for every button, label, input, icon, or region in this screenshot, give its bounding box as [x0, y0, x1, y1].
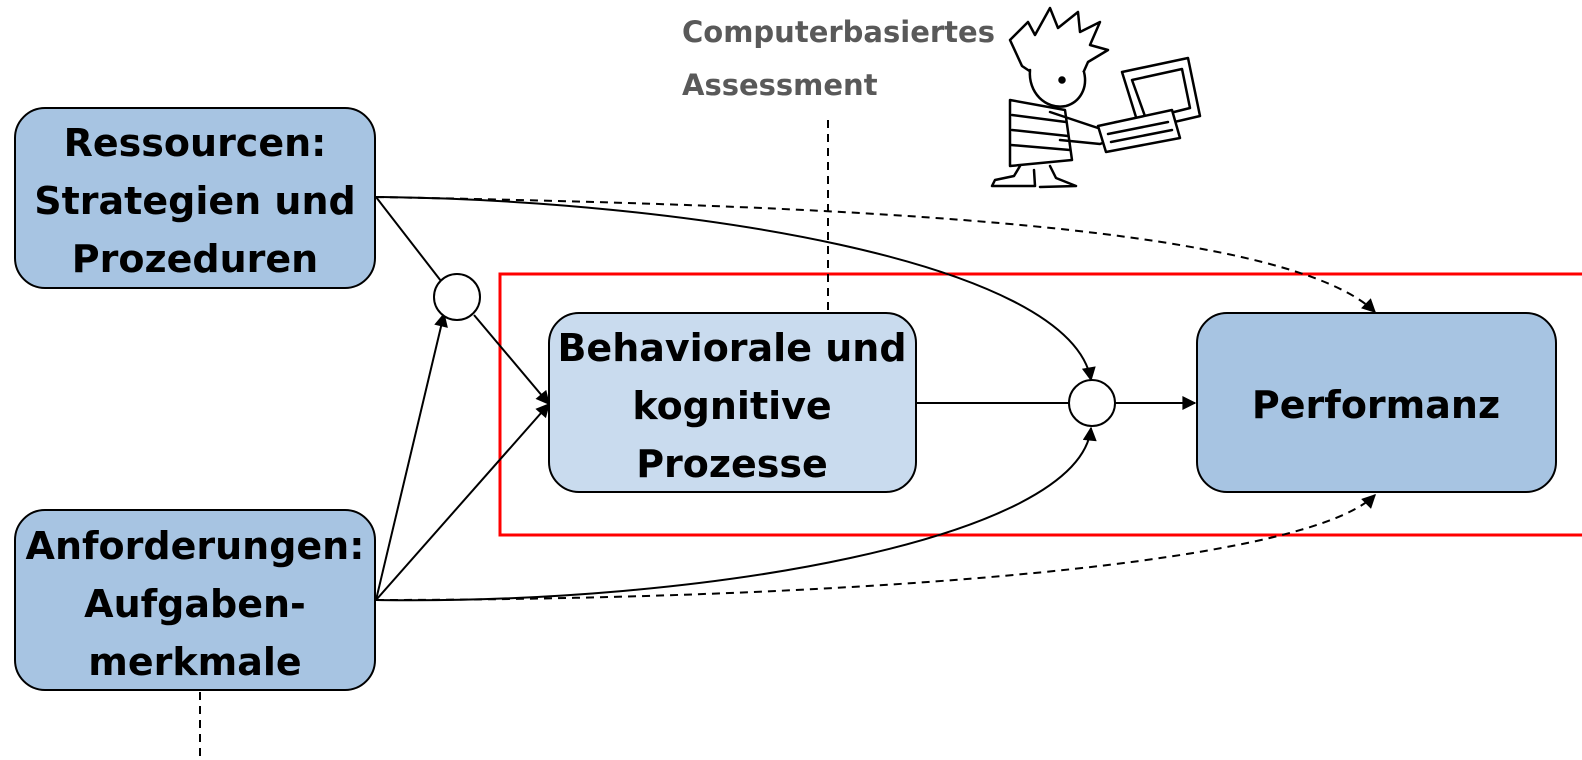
dashed-edge-ressourcen-to-performanz — [375, 196, 1377, 313]
node-prozesse-line-3: Prozesse — [636, 442, 828, 486]
assessment-note-line-2: Assessment — [682, 68, 878, 102]
node-prozesse-line-1: Behaviorale und — [557, 326, 906, 370]
connectors — [375, 196, 1197, 602]
dashed-edge-anforderungen-to-performanz — [375, 494, 1376, 601]
edge-anforderungen-to-junction-1 — [375, 312, 448, 601]
node-anforderungen: Anforderungen: Aufgaben- merkmale — [14, 509, 376, 691]
highlight-frame — [498, 272, 1582, 537]
node-prozesse: Behaviorale und kognitive Prozesse — [548, 312, 917, 493]
junction-circle-1 — [433, 273, 481, 321]
node-prozesse-line-2: kognitive — [632, 384, 831, 428]
node-anforderungen-line-1: Anforderungen: — [26, 524, 365, 568]
edge-junction-1-to-prozesse — [473, 314, 550, 406]
node-ressourcen-line-3: Prozeduren — [72, 237, 318, 281]
node-ressourcen-line-2: Strategien und — [34, 179, 355, 223]
edge-ressourcen-to-junction-2 — [375, 196, 1096, 382]
node-anforderungen-line-3: merkmale — [88, 640, 301, 684]
junction-circle-2 — [1068, 379, 1116, 427]
assessment-note: Computerbasiertes Assessment — [682, 15, 995, 102]
edge-anforderungen-to-junction-2 — [375, 426, 1097, 602]
assessment-note-line-1: Computerbasiertes — [682, 15, 995, 49]
edge-anforderungen-to-prozesse — [375, 402, 550, 601]
node-ressourcen: Ressourcen: Strategien und Prozeduren — [14, 107, 376, 289]
node-performanz-label: Performanz — [1252, 383, 1500, 427]
dashed-connectors — [199, 120, 1377, 760]
person-at-computer-cartoon-icon — [990, 6, 1202, 189]
node-performanz: Performanz — [1196, 312, 1557, 493]
node-ressourcen-line-1: Ressourcen: — [64, 121, 327, 165]
node-anforderungen-line-2: Aufgaben- — [84, 582, 306, 626]
edge-ressourcen-to-junction-1 — [375, 196, 442, 282]
